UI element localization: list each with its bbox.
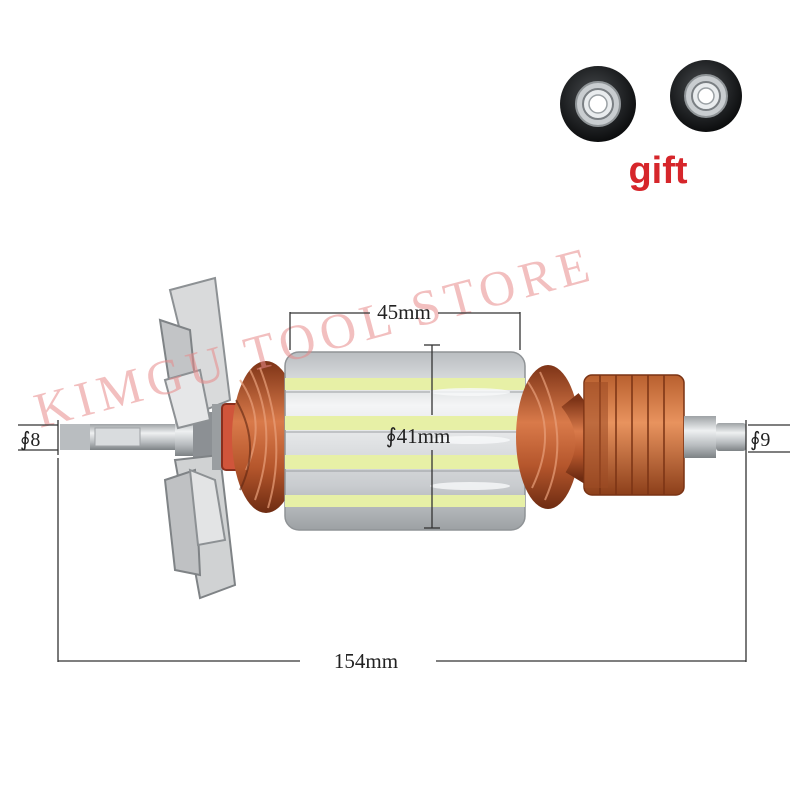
armature-core	[284, 351, 526, 531]
gift-label: gift	[628, 150, 687, 192]
dimension-lines	[18, 312, 790, 662]
right-winding	[516, 365, 598, 509]
commutator	[583, 374, 685, 496]
left-shaft-diameter-label: ∮8	[20, 429, 40, 451]
core-length-label: 45mm	[377, 300, 431, 324]
core-diameter-label: ∮41mm	[386, 424, 451, 448]
gift-bearing-left	[560, 66, 636, 142]
right-shaft	[684, 416, 746, 458]
left-winding	[232, 361, 300, 513]
right-shaft-diameter-label: ∮9	[750, 429, 770, 451]
gift-bearing-right	[670, 60, 742, 132]
total-length-label: 154mm	[334, 649, 398, 673]
